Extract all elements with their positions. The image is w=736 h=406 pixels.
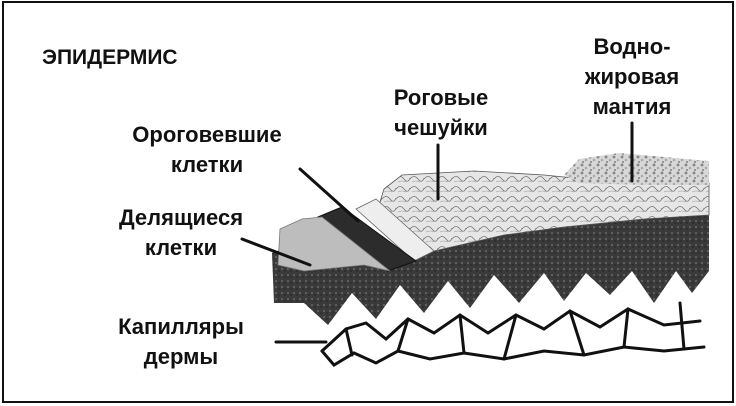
- label-line: дермы: [96, 342, 266, 372]
- label-horny-scales: Роговые чешуйки: [366, 83, 516, 143]
- label-keratinized-cells: Ороговевшие клетки: [102, 120, 312, 180]
- label-dividing-cells: Делящиеся клетки: [76, 203, 286, 263]
- label-line: Ороговевшие: [102, 120, 312, 150]
- label-line: Водно-: [562, 32, 702, 62]
- label-water-fat-mantle: Водно- жировая мантия: [562, 32, 702, 122]
- water-fat-mantle-layer: [564, 153, 709, 185]
- label-line: клетки: [102, 150, 312, 180]
- label-line: мантия: [562, 92, 702, 122]
- label-line: Роговые: [366, 83, 516, 113]
- label-dermal-capillaries: Капилляры дермы: [96, 312, 266, 372]
- diagram-title: ЭПИДЕРМИС: [42, 43, 178, 73]
- label-line: Делящиеся: [76, 203, 286, 233]
- label-line: Капилляры: [96, 312, 266, 342]
- label-line: жировая: [562, 62, 702, 92]
- label-line: клетки: [76, 233, 286, 263]
- label-line: чешуйки: [366, 113, 516, 143]
